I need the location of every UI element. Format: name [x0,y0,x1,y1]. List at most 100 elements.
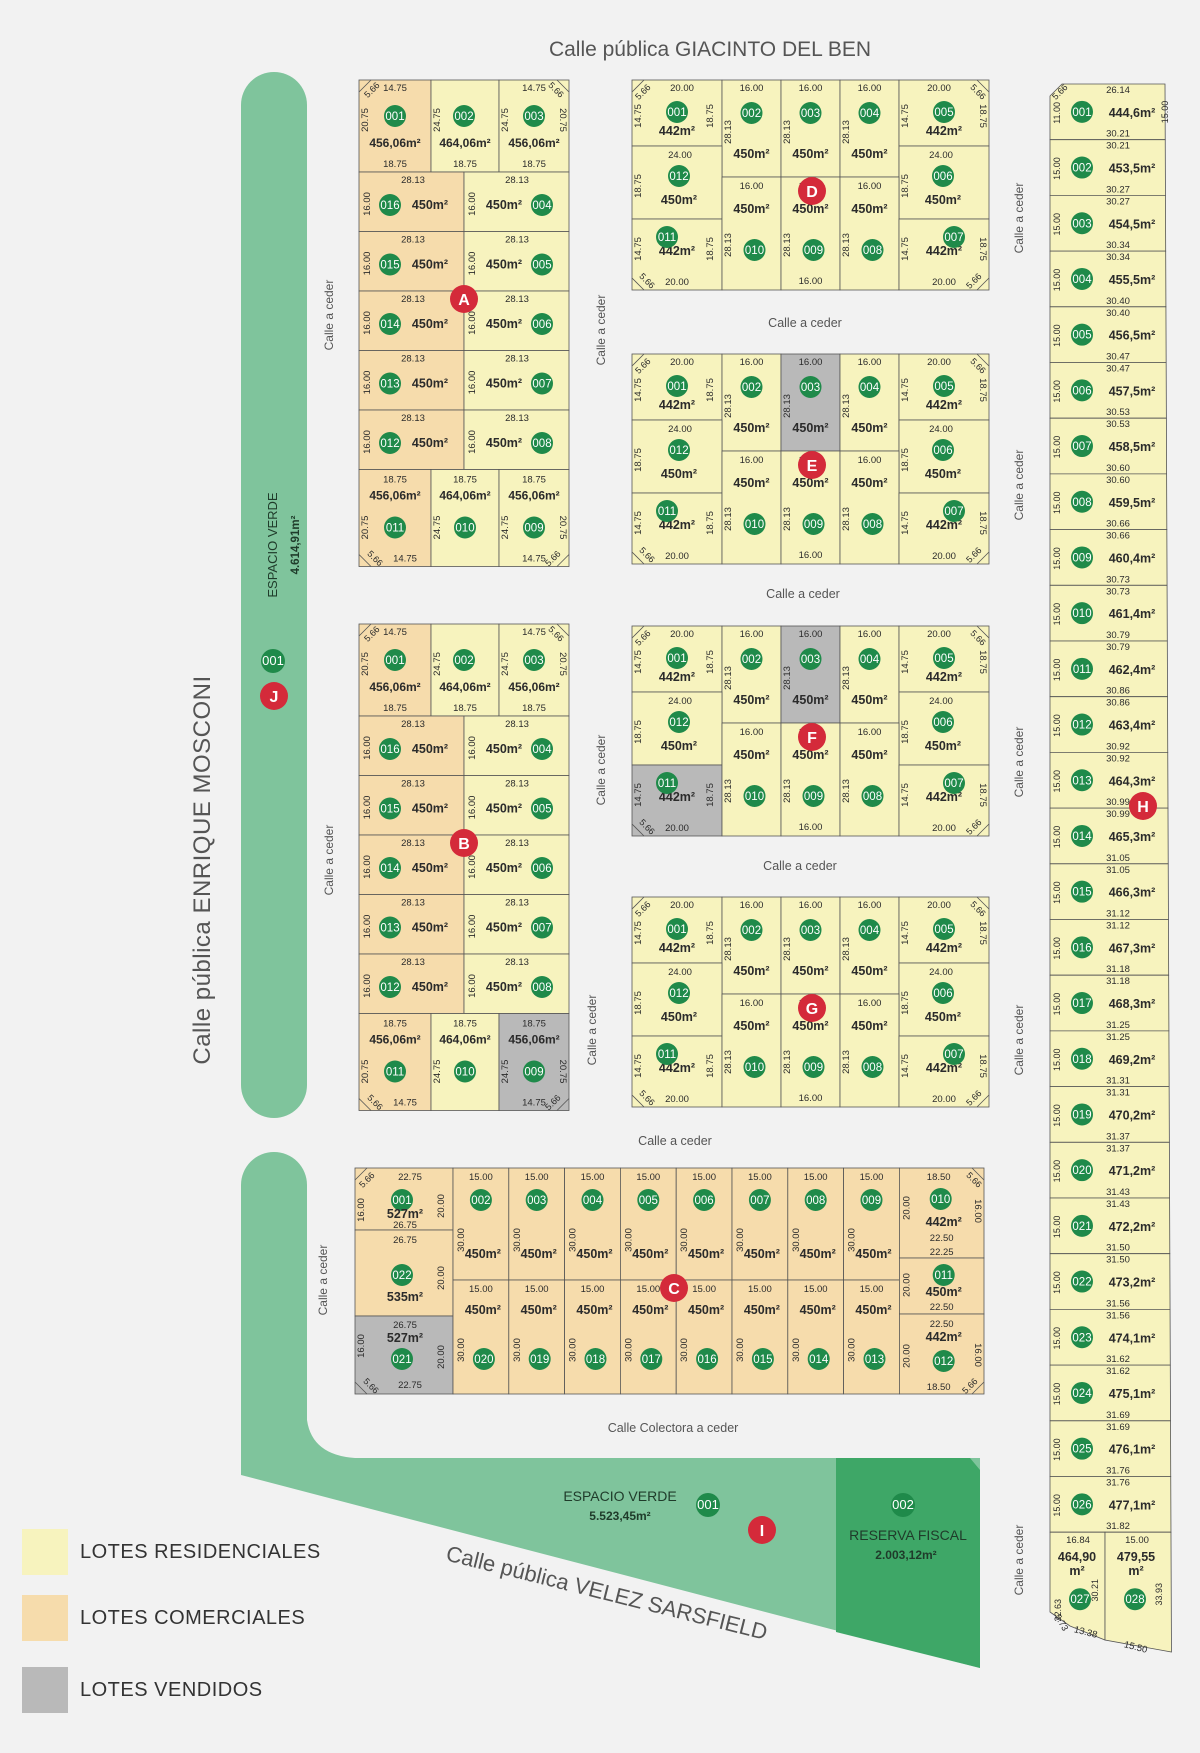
legend-swatch-residential [22,1529,68,1575]
lot-dim: 28.13 [401,898,425,909]
lot-number: 001 [392,1195,411,1207]
lot-area: 450m² [800,1303,836,1317]
lot-dim: 28.13 [841,120,852,144]
lot-dim: 31.05 [1106,853,1130,864]
lot-number-badge [668,165,690,187]
lot-dim: 16.00 [740,357,764,368]
lot-number: 002 [742,654,761,666]
lot-dim: 16.00 [799,357,823,368]
lot-area: 465,3m² [1109,830,1156,844]
lot-dim: 18.75 [383,475,407,486]
lot-area: 450m² [412,258,448,272]
lot-dim: 30.00 [512,1338,523,1362]
lot-number: 014 [380,863,400,875]
lot-dim: 20.75 [557,108,568,132]
lot-number-badge [860,1189,883,1211]
lot-dim: 30.21 [1106,129,1130,140]
lot-dim: 15.00 [1125,1535,1149,1546]
lot-dim: 15.00 [860,1172,884,1183]
lot-number: 004 [860,382,880,394]
lot-area: 450m² [792,476,828,490]
lot-number: 003 [801,654,820,666]
lot-dim: 30.00 [735,1338,746,1362]
lot-dim: 31.82 [1106,1521,1130,1532]
lot-area: 467,3m² [1109,941,1156,955]
lot-number: 024 [1072,1388,1092,1400]
lot-area: 527m² [387,1207,423,1221]
lot-number: 023 [1072,1332,1091,1344]
lot-number: 008 [863,1062,882,1074]
lot-dim: 16.00 [467,855,478,879]
lot-number-badge [469,1189,492,1211]
lot-dim: 15.00 [1160,101,1170,124]
lot-dim: 30.27 [1106,184,1130,195]
lot-number: 007 [944,232,963,244]
lot-dim: 30.00 [847,1228,858,1252]
lot-number-badge [1071,100,1093,123]
lot-dim: 16.00 [858,357,882,368]
lot-number-badge [379,857,401,879]
lot-number: 004 [532,200,552,212]
lot-number-badge [743,785,766,807]
lot-number-badge [581,1189,604,1211]
lot-number: 001 [667,924,686,936]
lot-area: 450m² [521,1247,557,1261]
lot-dim: 31.25 [1106,1032,1130,1043]
lot-number-badge [523,105,545,127]
lot-number-badge [531,916,553,939]
lot-g-010 [721,993,782,1108]
lot-dim: 31.37 [1106,1143,1130,1154]
lot-dim: 30.27 [1106,196,1130,207]
lot-number-badge [799,919,822,941]
lot-area: 442m² [659,398,695,412]
lot-area: 450m² [486,980,522,994]
lot-number-badge [1071,769,1093,792]
lot-number-badge [523,649,545,671]
lot-number-badge [523,516,545,539]
lot-dim: 33.93 [1154,1583,1164,1606]
block-marker-letter: J [270,689,279,706]
lot-number-badge [932,1350,955,1372]
corner-chamfer [358,623,570,1111]
legend-label-sold: LOTES VENDIDOS [80,1679,263,1701]
lot-area: 442m² [659,124,695,138]
lot-area: 450m² [661,193,697,207]
lot-area: 450m² [851,964,887,978]
lot-dim: 18.75 [705,104,716,128]
lot-f-011 [631,764,723,837]
lot-dim: 31.43 [1106,1187,1130,1198]
lot-area: 456,06m² [508,1033,559,1047]
block-marker-g [798,994,826,1022]
lot-number: 012 [934,1356,953,1368]
lot-c-018 [564,1279,621,1395]
lot-dim: 15.00 [1052,436,1062,459]
lot-number-badge [933,375,955,397]
lot-number: 019 [1072,1109,1091,1121]
lot-dim: 24.75 [432,108,443,132]
lot-number: 018 [586,1354,605,1366]
block-marker-j [260,682,288,710]
lot-number-badge [656,1043,678,1065]
street-calle-a-ceder: Calle a ceder [768,316,842,330]
lot-area: 444,6m² [1109,106,1156,120]
lot-d-011 [631,218,723,291]
lot-number: 007 [750,1195,769,1207]
lot-dim: 16.00 [972,1343,983,1367]
lot-number-badge [379,976,401,998]
block-marker-d [798,177,826,205]
lot-dim: 15.00 [748,1284,772,1295]
lot-e-011 [631,492,723,565]
lot-dim: 28.13 [723,666,734,690]
lot-area: 476,1m² [1109,1443,1156,1457]
lot-area: 450m² [733,693,769,707]
lot-number: 009 [1072,552,1091,564]
lot-dim: 31.69 [1106,1410,1130,1421]
lot-dim: 30.66 [1106,531,1130,542]
lot-number-badge [929,1188,952,1210]
lot-dim: 18.75 [705,1054,716,1078]
lot-dim: 14.75 [522,554,546,565]
lot-number-badge [379,372,401,395]
lot-dim: 14.75 [900,783,911,807]
